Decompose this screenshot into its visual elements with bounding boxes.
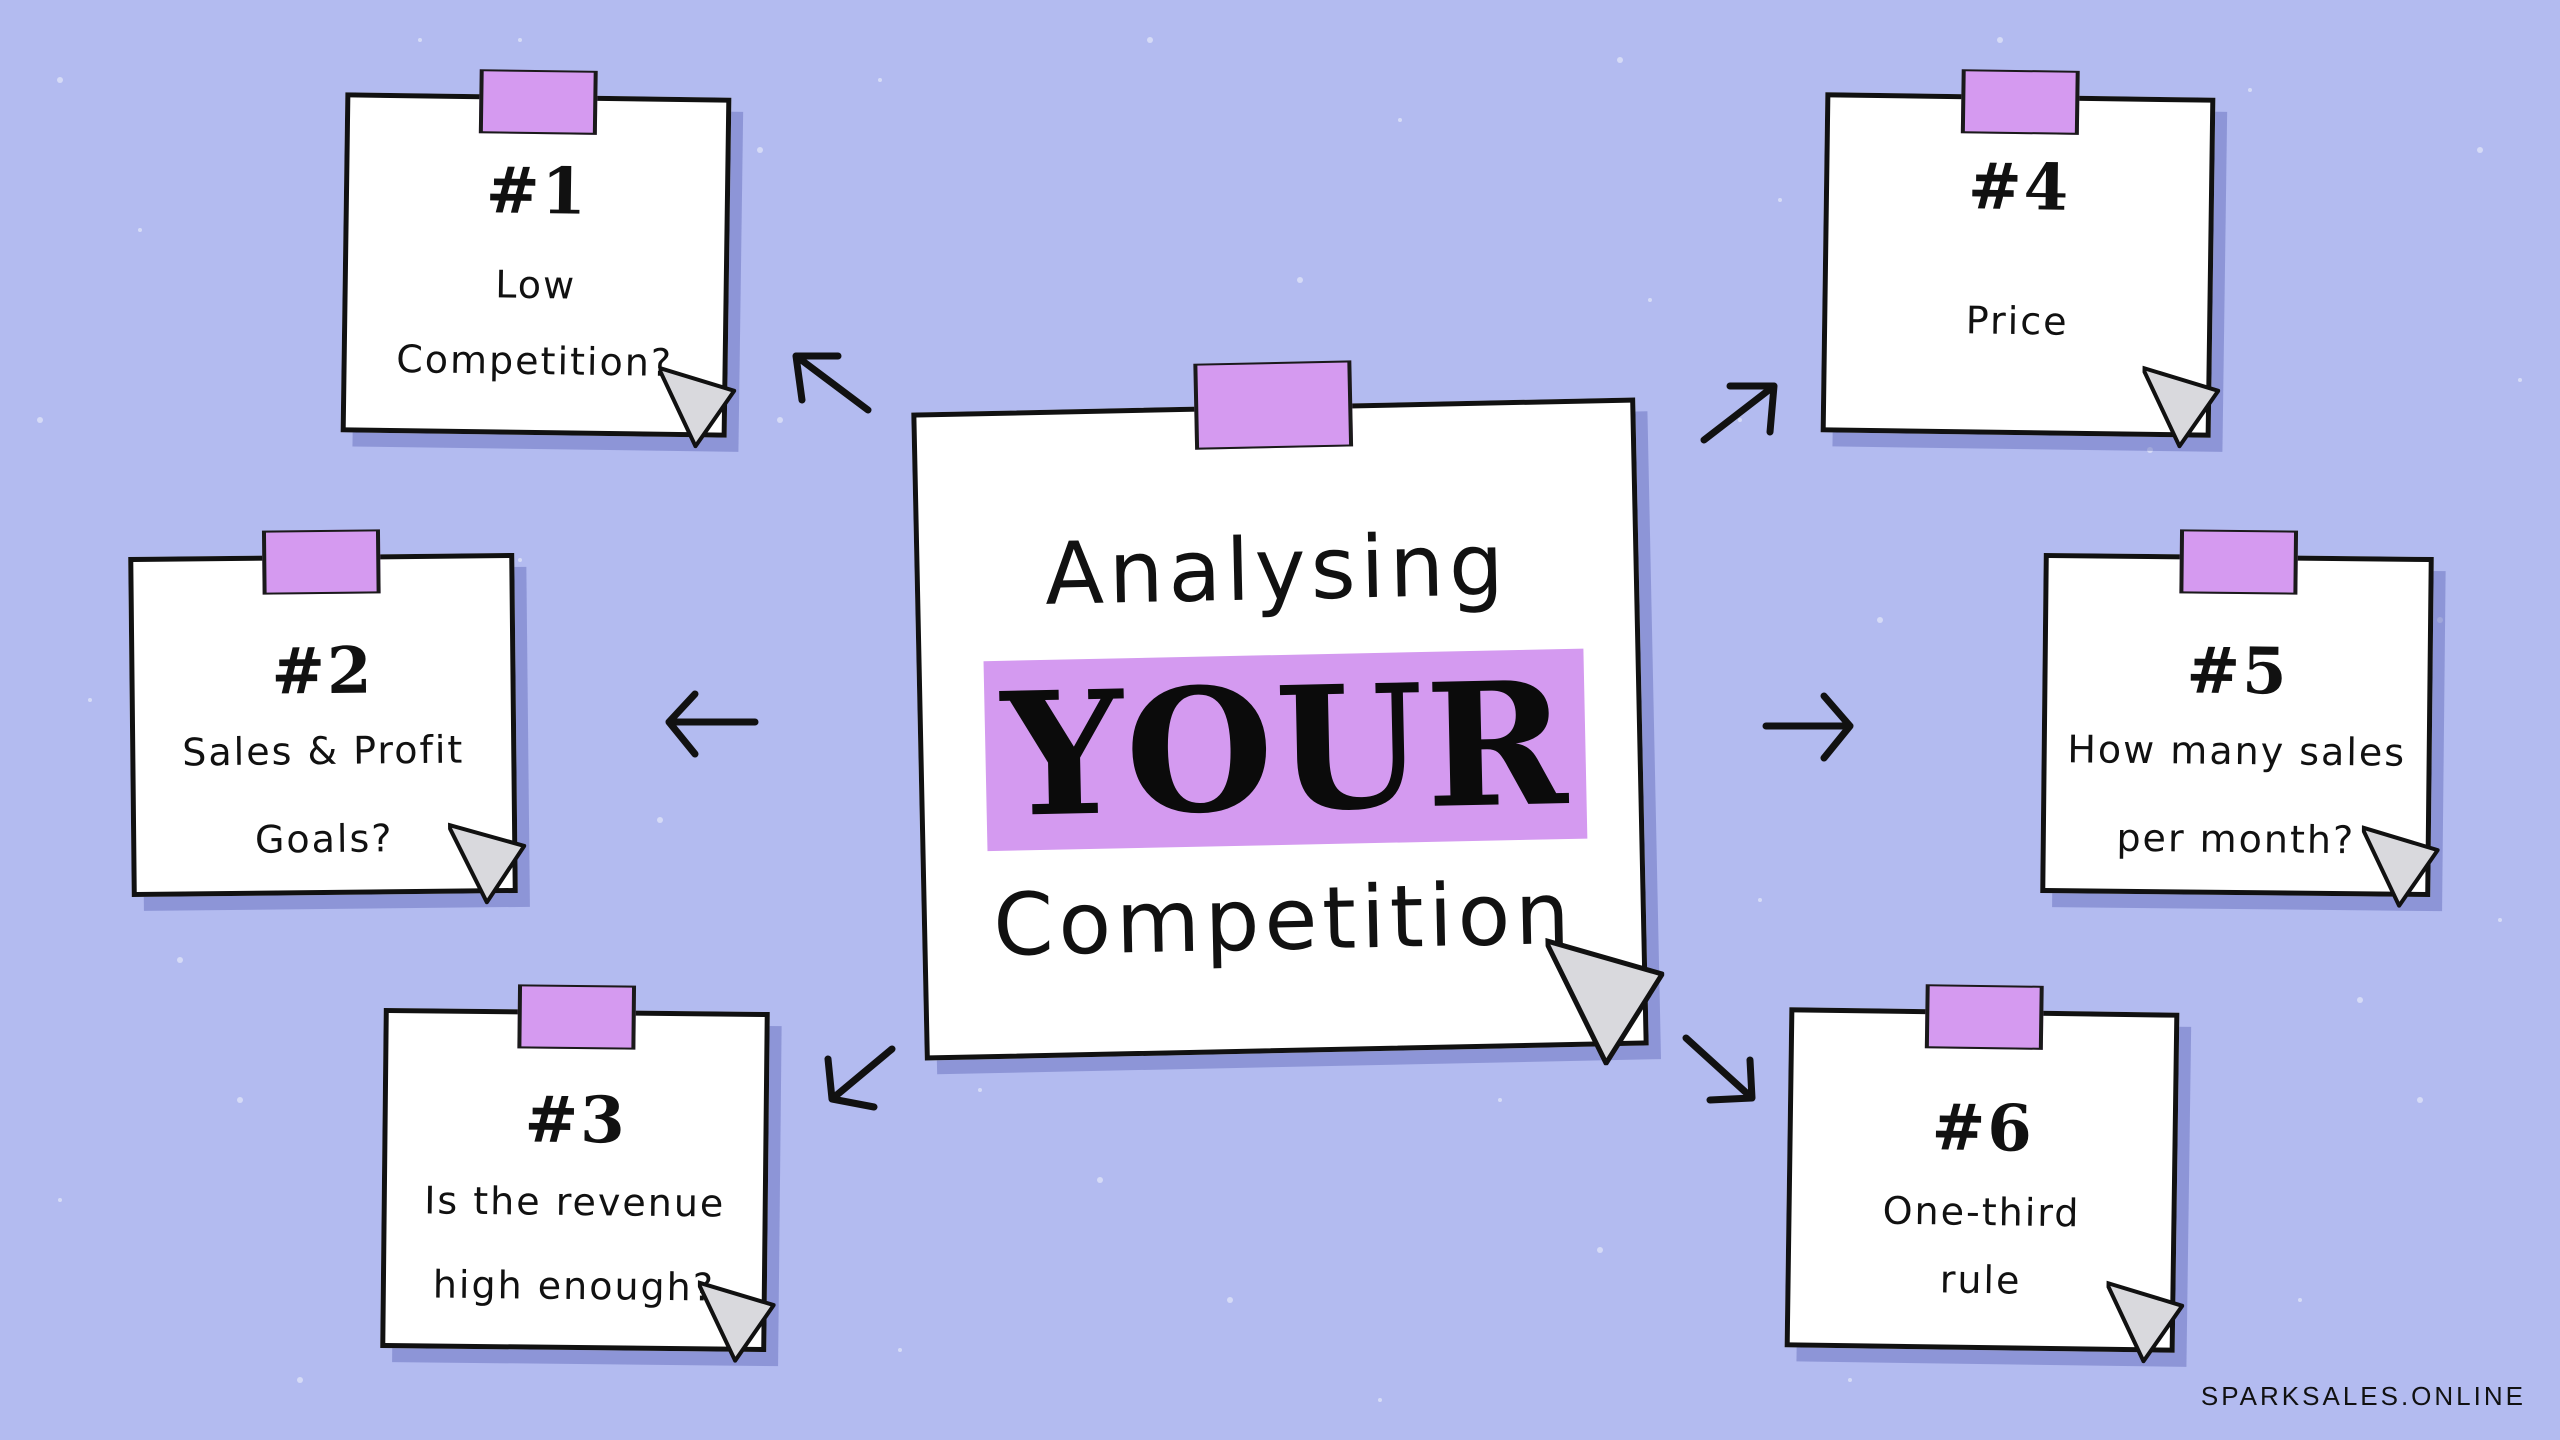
note-3: #3 Is the revenue high enough?: [380, 984, 776, 1363]
note-line: How many sales: [2067, 727, 2407, 775]
arrow-to-note-1: [792, 352, 872, 414]
note-4: #4 Price: [1820, 69, 2221, 449]
note-number: #1: [485, 153, 589, 230]
note-number: #4: [1967, 149, 2071, 226]
note-number: #2: [270, 633, 374, 710]
note-5: #5 How many sales per month?: [2040, 529, 2440, 908]
page-curl: [2105, 1280, 2185, 1364]
note-6: #6 One-third rule: [1784, 984, 2185, 1364]
arrow-to-note-2: [665, 690, 759, 758]
note-number: #6: [1931, 1090, 2035, 1167]
tape-strip: [517, 984, 637, 1050]
central-highlight: YOUR: [983, 644, 1588, 856]
note-number: #5: [2186, 633, 2290, 710]
central-title-line1: Analysing: [1043, 515, 1510, 625]
tape-strip: [261, 529, 381, 595]
tape-strip: [478, 69, 598, 135]
page-curl: [697, 1280, 776, 1363]
note-number: #3: [524, 1082, 628, 1159]
arrow-to-note-4: [1700, 382, 1778, 444]
note-line: Price: [1965, 298, 2069, 344]
arrow-to-note-6: [1682, 1034, 1756, 1104]
page-curl: [657, 365, 737, 449]
arrow-to-note-5: [1762, 692, 1854, 762]
note-2: #2 Sales & Profit Goals?: [128, 529, 527, 905]
page-curl: [1545, 937, 1665, 1066]
page-curl: [2141, 365, 2221, 449]
note-1: #1 Low Competition?: [340, 69, 737, 449]
page-curl: [448, 822, 527, 905]
note-line: Sales & Profit: [182, 727, 465, 775]
page-curl: [2361, 825, 2440, 908]
note-line: Low: [494, 262, 577, 308]
arrow-to-note-3: [824, 1045, 896, 1111]
tape-strip: [1193, 360, 1354, 450]
note-line: Is the revenue: [423, 1178, 726, 1226]
brand-url: SPARKSALES.ONLINE: [2200, 1381, 2526, 1411]
tape-strip: [1960, 69, 2080, 135]
tape-strip: [1924, 984, 2044, 1050]
tape-strip: [2179, 529, 2299, 595]
central-title-line2: Competition: [992, 863, 1576, 977]
central-note: Analysing YOUR Competition: [911, 360, 1665, 1066]
